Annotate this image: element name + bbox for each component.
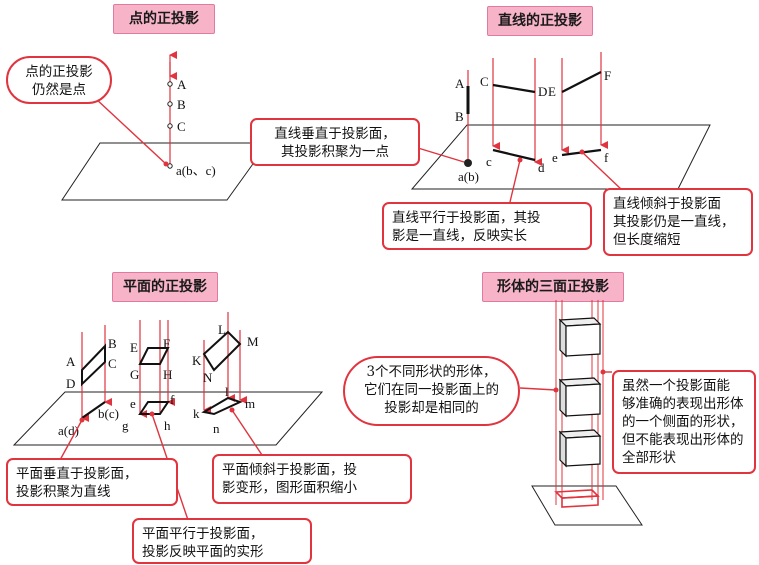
point-b <box>167 101 173 107</box>
point-a <box>167 81 173 87</box>
projection-plane <box>12 391 324 446</box>
label-D: D <box>538 84 547 99</box>
projection-plane <box>61 142 269 201</box>
label-d: d <box>538 160 545 175</box>
title-plane-projection: 平面的正投影 <box>112 272 218 302</box>
solid-diagram <box>519 300 643 526</box>
label-e: e <box>552 150 558 165</box>
label-l: l <box>225 384 229 399</box>
callout-line-inclined: 直线倾斜于投影面 其投影仍是一直线， 但长度缩短 <box>603 188 753 256</box>
callout-plane-inclined: 平面倾斜于投影面，投 影变形，图形面积缩小 <box>212 454 412 504</box>
point-c <box>167 123 173 129</box>
callout-solid-note: 虽然一个投影面能 够准确的表现出形体 的一个侧面的形状， 但不能表现出形体的 全… <box>612 370 756 474</box>
title-solid-projection: 形体的三面正投影 <box>482 272 624 302</box>
label-M: M <box>247 334 259 349</box>
callout-plane-parallel: 平面平行于投影面， 投影反映平面的实形 <box>132 518 312 564</box>
title-point-projection: 点的正投影 <box>113 4 215 34</box>
title-line-projection: 直线的正投影 <box>487 6 593 36</box>
label-C: C <box>108 356 117 371</box>
label-k: k <box>193 406 200 421</box>
label-f: f <box>604 150 609 165</box>
line-diagram: A B a(b) C D E c d F e f <box>410 52 711 203</box>
label-f: f <box>170 392 175 407</box>
label-A: A <box>66 354 76 369</box>
label-B: B <box>108 336 117 351</box>
label-G: G <box>130 367 139 382</box>
callout-plane-perpendicular: 平面垂直于投影面， 投影积聚为直线 <box>6 458 178 506</box>
label-A: A <box>177 77 187 92</box>
label-E: E <box>130 340 138 355</box>
point-diagram: A B C a(b、c) <box>61 51 269 201</box>
callout-line-parallel: 直线平行于投影面，其投 影是一直线，反映实长 <box>382 202 592 250</box>
label-D: D <box>66 376 75 391</box>
label-L: L <box>218 322 226 337</box>
label-B: B <box>177 97 186 112</box>
label-E: E <box>548 84 556 99</box>
label-c: c <box>486 154 492 169</box>
label-e: e <box>130 396 136 411</box>
label-h: h <box>164 418 171 433</box>
label-K: K <box>192 353 202 368</box>
label-N: N <box>203 370 213 385</box>
label-g: g <box>122 418 129 433</box>
label-H: H <box>163 367 172 382</box>
label-ab: a(b) <box>458 169 479 184</box>
label-bc: b(c) <box>98 406 119 421</box>
callout-line-perpendicular: 直线垂直于投影面， 其投影积聚为一点 <box>250 118 420 166</box>
label-F: F <box>163 336 170 351</box>
label-m: m <box>245 396 255 411</box>
label-abc: a(b、c) <box>176 163 216 178</box>
label-C: C <box>177 119 186 134</box>
plane-diagram: A B C D a(d) b(c) E F G H e f g h K L M … <box>12 312 324 521</box>
label-n: n <box>213 421 220 436</box>
label-F: F <box>604 68 611 83</box>
projection-plane <box>410 124 711 190</box>
callout-solid-same: 3个不同形状的形体， 它们在同一投影面上的 投影却是相同的 <box>343 356 520 426</box>
projection-plane <box>531 485 643 526</box>
point-projection <box>167 163 173 169</box>
label-B: B <box>455 109 464 124</box>
point-ab-projection <box>464 159 472 167</box>
label-A: A <box>455 76 465 91</box>
callout-point-note: 点的正投影 仍然是点 <box>6 56 112 104</box>
label-C: C <box>480 74 489 89</box>
